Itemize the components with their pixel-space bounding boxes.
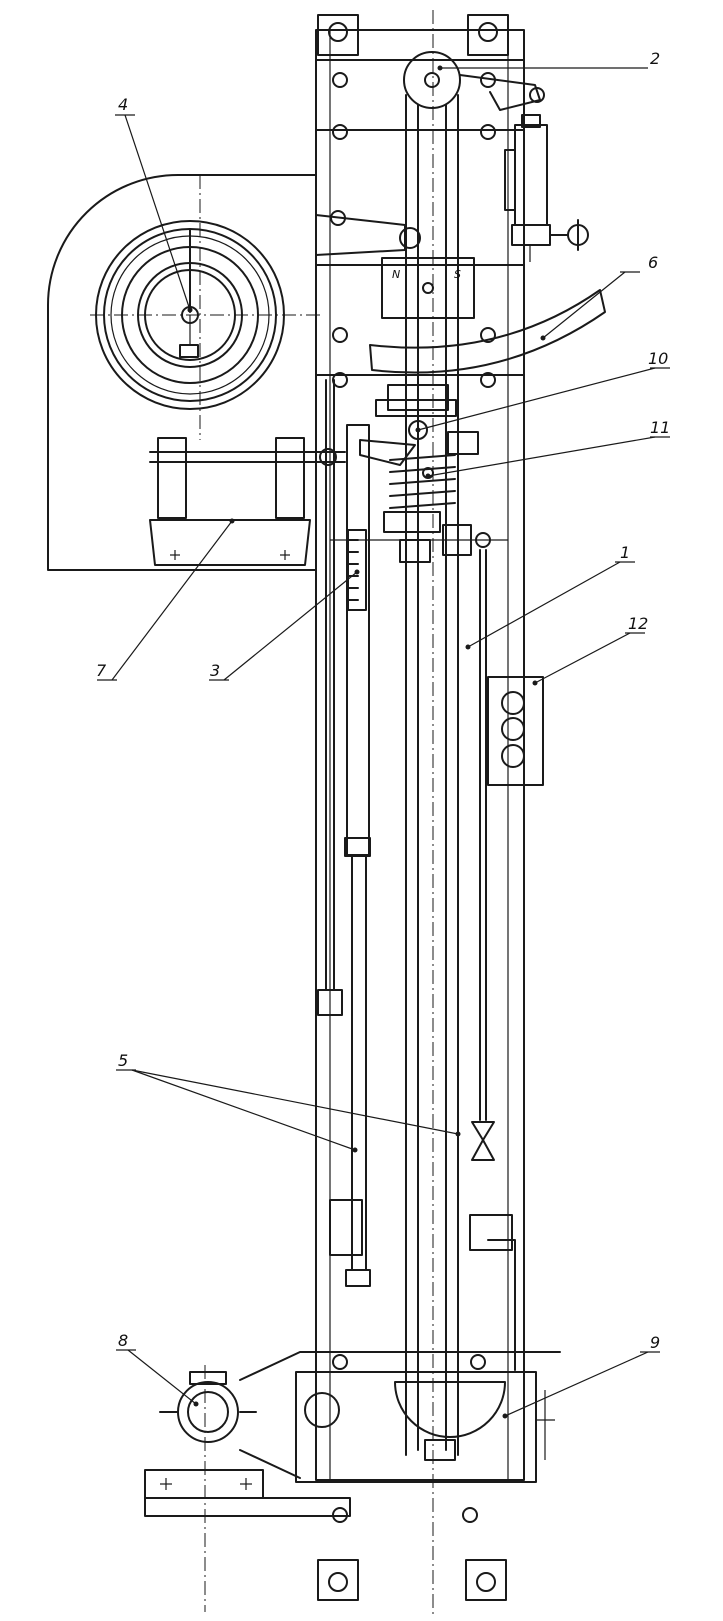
- leader-dots: [187, 65, 546, 1419]
- magnet-block: N S: [315, 210, 475, 319]
- magnet-north-label: N: [392, 268, 400, 281]
- callout-10: 10: [648, 349, 668, 368]
- dial-housing: [47, 173, 317, 571]
- callout-1: 1: [620, 543, 630, 562]
- motor: [144, 1351, 561, 1517]
- centerlines: [90, 10, 434, 1615]
- leader-lines: [97, 67, 670, 1417]
- callout-5: 5: [118, 1051, 128, 1070]
- callout-12: 12: [628, 614, 648, 633]
- curved-scale: [369, 289, 606, 374]
- callout-7: 7: [96, 661, 107, 680]
- magnet-south-label: S: [454, 268, 461, 281]
- callout-11: 11: [650, 418, 670, 437]
- callout-3: 3: [210, 661, 220, 680]
- vertical-rods: [317, 379, 495, 1287]
- mounting-lugs: [317, 14, 509, 1601]
- side-cylinder: [504, 114, 589, 262]
- lower-brackets: [329, 1199, 516, 1371]
- frame-bolts: [332, 72, 496, 1523]
- callout-8: 8: [118, 1331, 128, 1350]
- callout-9: 9: [650, 1333, 660, 1352]
- counter-panel: [487, 676, 544, 786]
- callout-6: 6: [648, 253, 658, 272]
- callout-4: 4: [118, 95, 128, 114]
- striker-mechanism: [359, 384, 479, 563]
- specimen-holder: [149, 437, 346, 566]
- callout-labels: 2 4 6 10 11 1 12 7 3 5 8 9: [96, 49, 670, 1352]
- callout-2: 2: [650, 49, 660, 68]
- base-gearbox: [295, 1371, 555, 1483]
- top-pulley: [403, 51, 545, 1456]
